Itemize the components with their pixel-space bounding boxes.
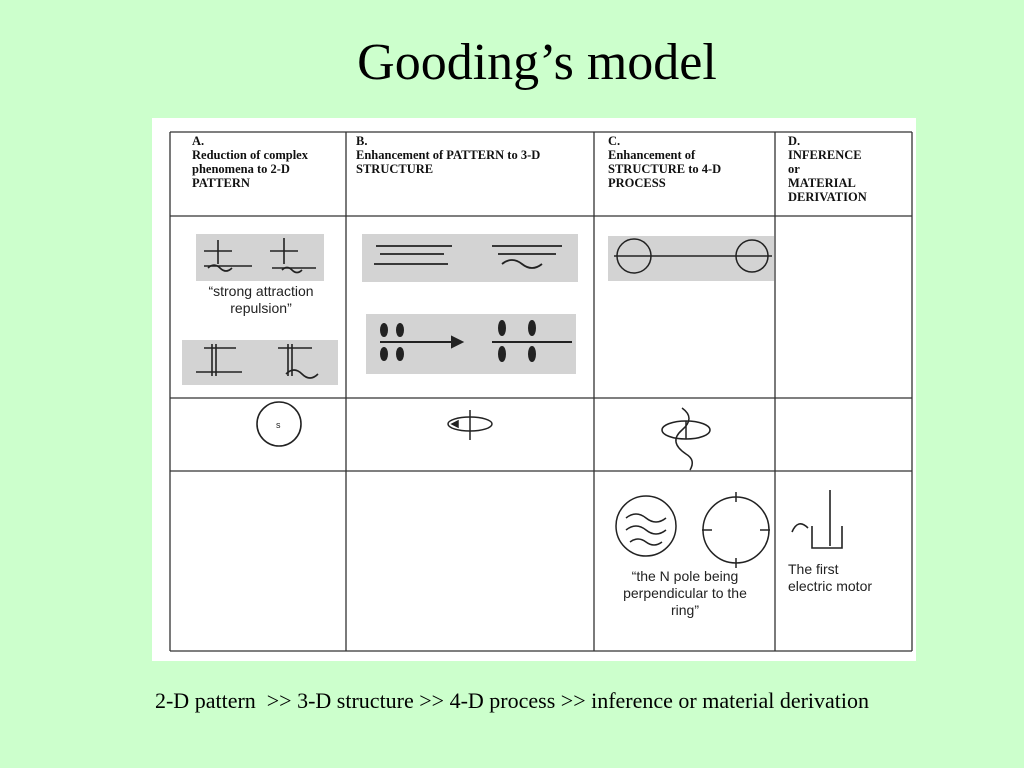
col-d-letter: D.: [788, 134, 801, 148]
col-c-letter: C.: [608, 134, 621, 148]
col-a-letter: A.: [192, 134, 205, 148]
sketch-b-structure-top: [362, 234, 578, 282]
sketch-b-ring: [447, 410, 493, 440]
table-grid: s: [169, 131, 913, 652]
sketch-c-process-middle: [661, 407, 711, 471]
sketch-d-motor: [791, 490, 843, 549]
sketch-b-structure-bottom: [366, 314, 576, 374]
col-a-heading: Reduction of complex phenomena to 2-D PA…: [192, 148, 308, 190]
sketch-a-pattern-bottom: [182, 340, 338, 385]
col-d-heading: INFERENCE or MATERIAL DERIVATION: [788, 148, 867, 204]
col-b-letter: B.: [356, 134, 368, 148]
slide-title: Gooding’s model: [357, 34, 717, 91]
sketch-c-process-bottom: [615, 492, 770, 568]
col-b-heading: Enhancement of PATTERN to 3-D STRUCTURE: [356, 148, 541, 176]
sketch-a-pattern-top: [196, 234, 324, 281]
col-c-heading: Enhancement of STRUCTURE to 4-D PROCESS: [608, 148, 722, 190]
label-first-electric-motor: The first electric motor: [788, 561, 873, 594]
gooding-model-table: s: [152, 118, 916, 661]
sketch-a-circle-label: s: [276, 420, 281, 430]
quote-strong-attraction: “strong attraction repulsion”: [208, 283, 314, 316]
quote-n-pole: “the N pole being perpendicular to the r…: [623, 568, 747, 618]
sketch-a-circle: [256, 401, 302, 447]
slide-caption: 2-D pattern >> 3-D structure >> 4-D proc…: [154, 688, 870, 713]
sketch-c-process-top: [608, 236, 774, 281]
